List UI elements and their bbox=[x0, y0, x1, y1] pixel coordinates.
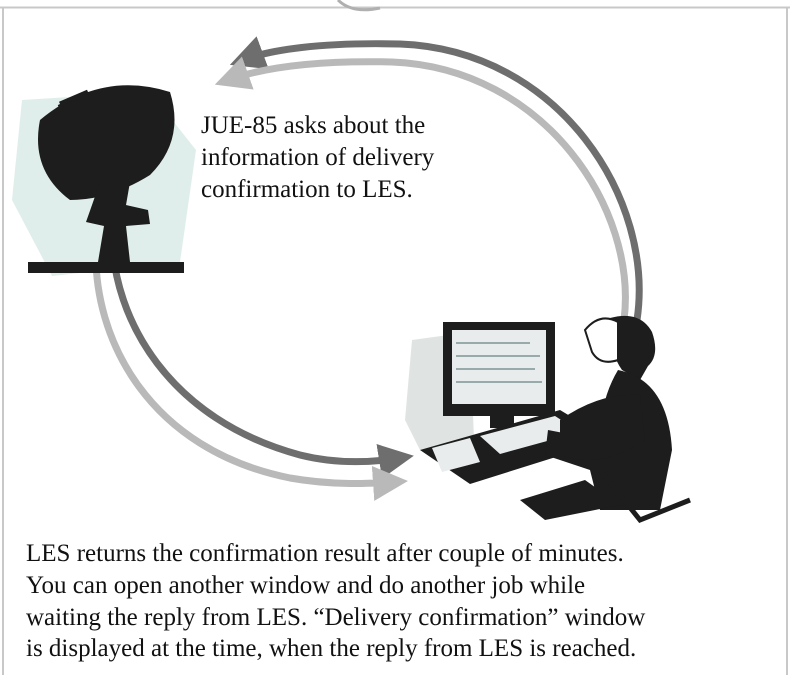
reply-caption-line-4: is displayed at the time, when the reply… bbox=[26, 635, 637, 663]
request-arrow-dark bbox=[229, 36, 643, 324]
reply-caption: LES returns the confirmation result afte… bbox=[26, 538, 786, 665]
reply-caption-line-2: You can open another window and do anoth… bbox=[26, 571, 586, 599]
user-at-computer-icon bbox=[405, 315, 691, 524]
satellite-dish-icon bbox=[12, 85, 196, 276]
reply-caption-line-3: waiting the reply from LES. “Delivery co… bbox=[26, 603, 646, 631]
reply-arrow-dark bbox=[108, 228, 414, 479]
connector-stub bbox=[336, 0, 381, 12]
reply-caption-line-1: LES returns the confirmation result afte… bbox=[26, 540, 624, 567]
request-caption: JUE-85 asks about the information of del… bbox=[201, 112, 435, 203]
reply-arrow-light bbox=[92, 241, 408, 501]
request-arrow-light bbox=[214, 56, 629, 324]
